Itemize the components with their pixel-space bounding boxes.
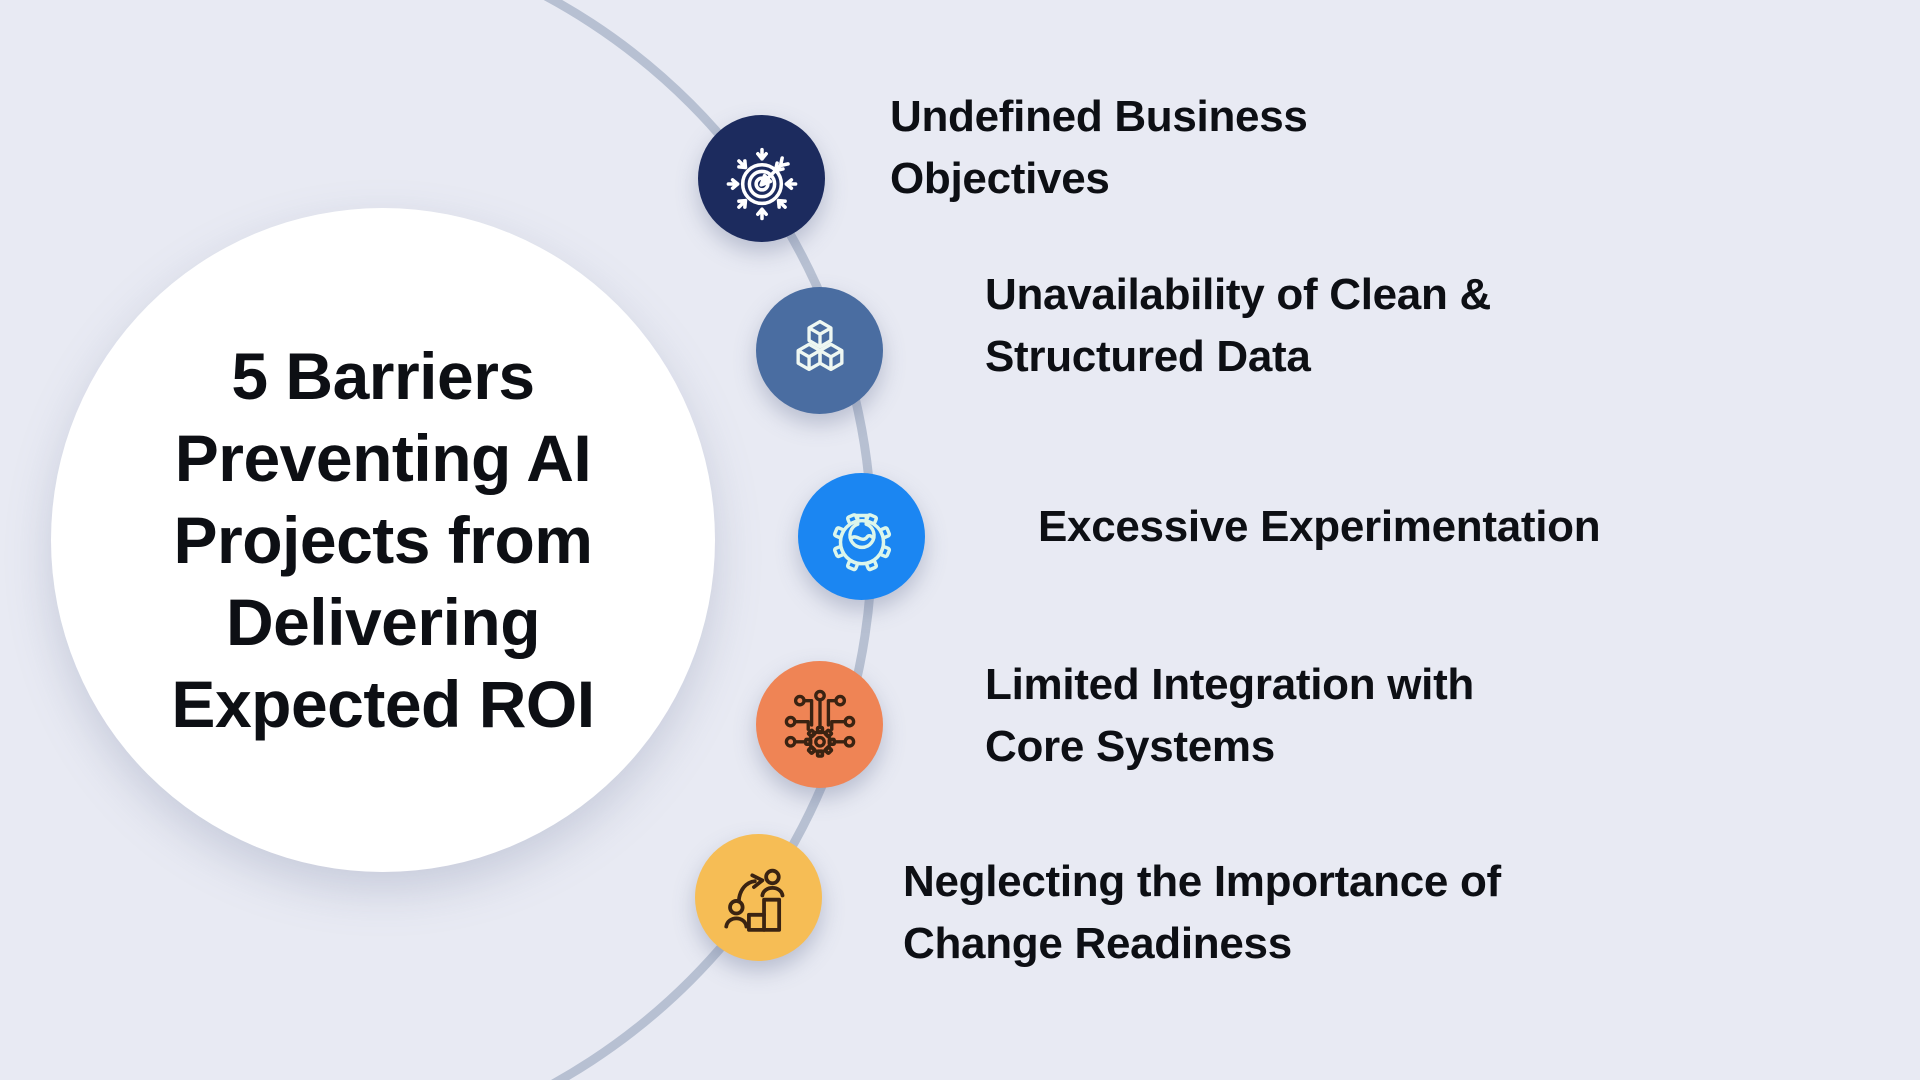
- item-label-clean-data: Unavailability of Clean & Structured Dat…: [985, 270, 1491, 381]
- people-growth-icon: [723, 868, 784, 932]
- flask-gear-icon: [832, 512, 891, 571]
- item-label-change-readiness: Neglecting the Importance of Change Read…: [903, 857, 1501, 968]
- item-circle-undefined-objectives: [698, 115, 825, 242]
- infographic-title: 5 Barriers Preventing AI Projects from D…: [171, 339, 595, 741]
- item-label-limited-integration: Limited Integration with Core Systems: [985, 660, 1475, 771]
- title-circle: 5 Barriers Preventing AI Projects from D…: [51, 208, 715, 872]
- item-circle-clean-data: [756, 287, 883, 414]
- item-circle-limited-integration: [756, 661, 883, 788]
- circuit-gear-icon: [784, 689, 855, 758]
- cubes-icon: [795, 319, 844, 371]
- item-label-excessive-experimentation: Excessive Experimentation: [1038, 502, 1601, 551]
- item-circle-excessive-experimentation: [798, 473, 925, 600]
- item-circle-change-readiness: [695, 834, 822, 961]
- target-arrows-icon: [726, 147, 797, 220]
- item-label-undefined-objectives: Undefined Business Objectives: [890, 92, 1308, 203]
